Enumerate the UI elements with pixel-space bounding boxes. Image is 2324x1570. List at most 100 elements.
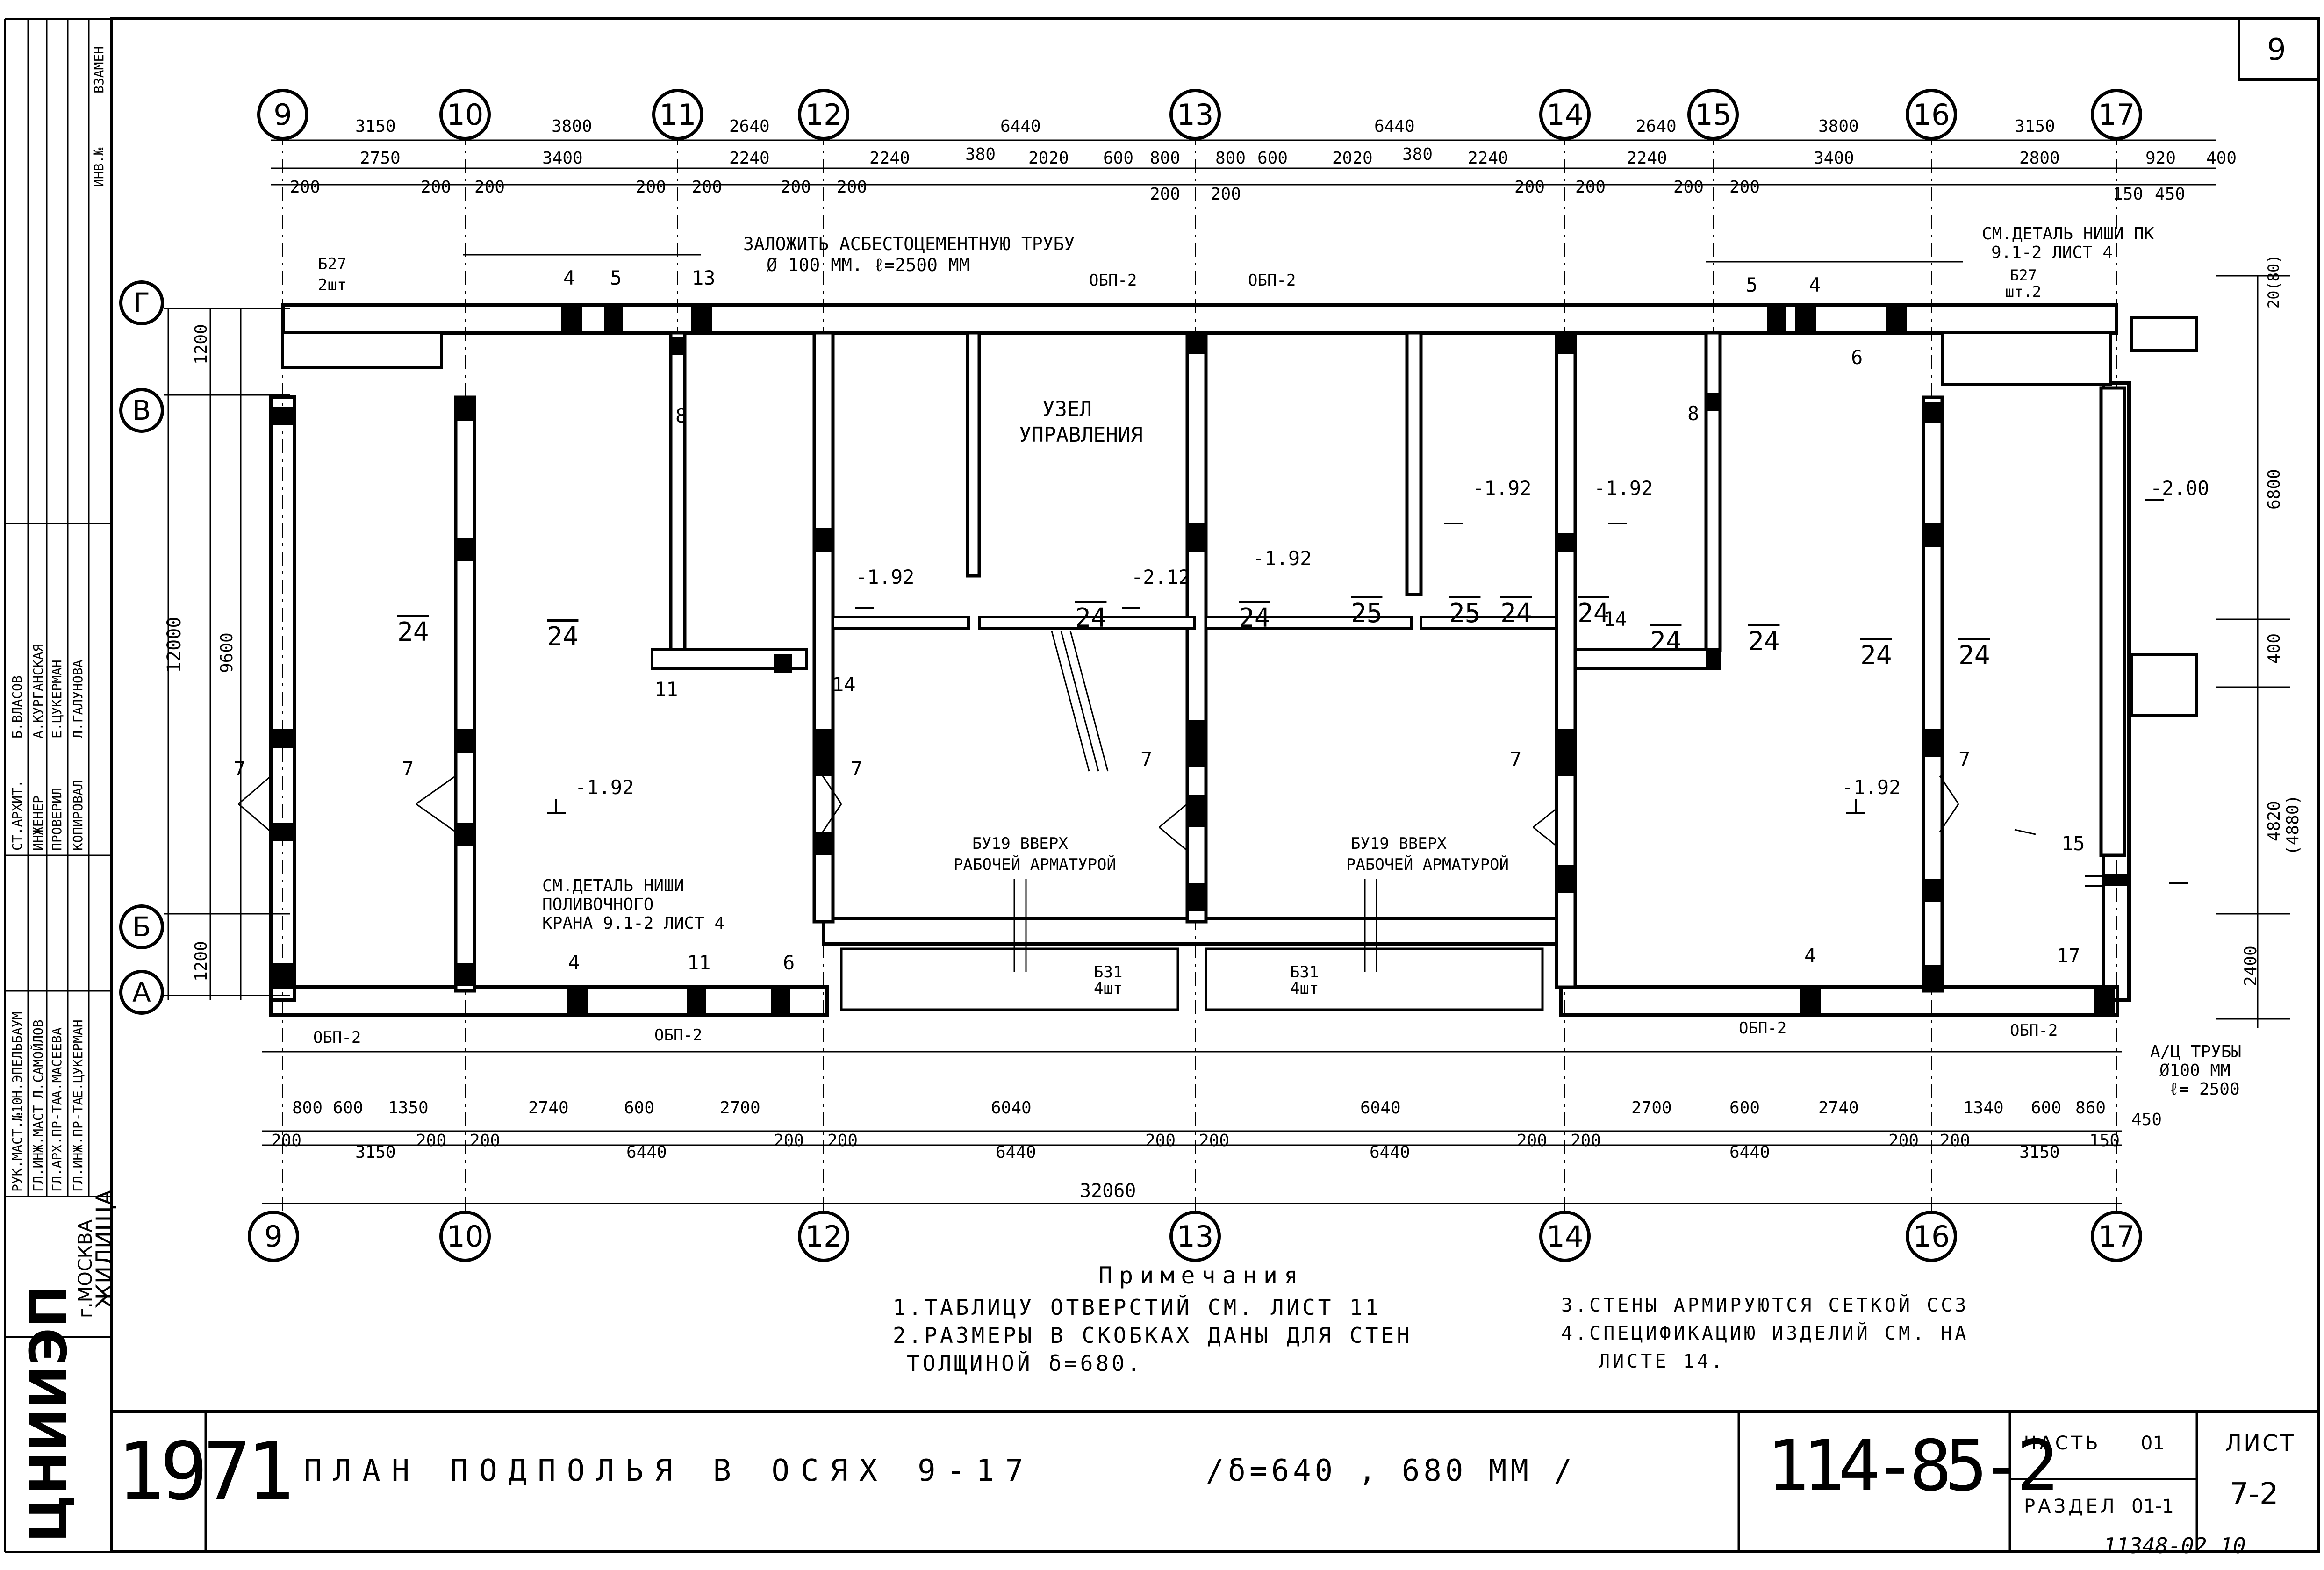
dim-top-3: 200: [1514, 178, 1545, 197]
axis-bubble-bottom: 14: [1539, 1211, 1591, 1262]
dim-bottom-2: 6440: [996, 1143, 1036, 1162]
dim-bottom-2: 200: [470, 1131, 501, 1150]
dim-top-3: 200: [1673, 178, 1704, 197]
org-logo: ЦНИИЭП: [19, 1284, 79, 1542]
note-2b: ТОЛЩИНОЙ δ=680.: [907, 1351, 1143, 1376]
dim-top-3: 200: [1729, 178, 1760, 197]
stamp-name: Н.ЭПЕЛЬБАУМ: [9, 1011, 25, 1098]
dim-top-2: 2240: [869, 149, 910, 168]
corner-sheet-number: 9: [2267, 33, 2286, 67]
pipe-note-right-2: Ø100 ММ: [2159, 1061, 2231, 1080]
dim-top-2: 3400: [1814, 149, 1854, 168]
axis-bubble-top: 9: [257, 89, 308, 140]
dim-top-3: 200: [1575, 178, 1606, 197]
sheet-value: 7-2: [2230, 1477, 2279, 1512]
wall-marker: 4: [1809, 273, 1821, 296]
notes-title: Примечания: [1098, 1262, 1305, 1289]
wall-marker: 14: [1603, 608, 1627, 631]
dim-total: 32060: [1080, 1180, 1136, 1202]
dim-bottom-1: 600: [333, 1098, 364, 1118]
room-number: 24: [1239, 603, 1270, 633]
stamp-role: СТ.АРХИТ.: [9, 780, 25, 851]
dim-top-2: 2020: [1028, 149, 1069, 168]
dim-bottom-2: 6440: [626, 1143, 667, 1162]
dim-bottom-2: 200: [416, 1131, 447, 1150]
stamp-name: Е.ЦУКЕРМАН: [70, 1019, 86, 1098]
dim-right: (4880): [2283, 794, 2302, 855]
axis-bubble-top: 10: [439, 89, 491, 140]
drawing-title: ПЛАН ПОДПОЛЬЯ В ОСЯХ 9-17: [304, 1454, 1035, 1488]
level-mark: -1.92: [855, 566, 915, 588]
wall-marker: 7: [234, 757, 246, 780]
control-node-label-2: УПРАВЛЕНИЯ: [1019, 423, 1143, 447]
dim-top-2: 2020: [1332, 149, 1373, 168]
room-number: 24: [1748, 626, 1780, 657]
axis-bubble-bottom: 12: [798, 1211, 849, 1262]
level-mark: -2.00: [2150, 477, 2209, 500]
dim-top-2: 380: [965, 145, 996, 164]
lintel-label: ОБП-2: [1089, 271, 1137, 290]
dim-top-2: 3400: [542, 149, 583, 168]
dim-top-3: 200: [1150, 185, 1181, 204]
org-sub: ЖИЛИЩА: [91, 1189, 118, 1309]
dim-left: 9600: [217, 632, 237, 673]
dim-bottom-2: 150: [2089, 1131, 2120, 1150]
room-number: 25: [1449, 598, 1481, 629]
dim-top-2: 2240: [1468, 149, 1508, 168]
dim-bottom-1: 800: [292, 1098, 323, 1118]
stamp-name: Е.ЦУКЕРМАН: [49, 660, 65, 738]
dim-top-2: 2240: [1627, 149, 1667, 168]
axis-bubble-top: 16: [1906, 89, 1957, 140]
room-number: 24: [1860, 640, 1892, 671]
dim-bottom-1: 2740: [1818, 1098, 1859, 1118]
level-mark: -1.92: [1253, 547, 1312, 570]
rebar-note: БУ19 ВВЕРХ: [1351, 834, 1447, 853]
year: 1971: [117, 1426, 294, 1518]
wall-marker: 14: [832, 673, 856, 696]
dim-top-2: 600: [1257, 149, 1288, 168]
dim-top-3: 200: [474, 178, 505, 197]
axis-bubble-row: Г: [119, 280, 164, 325]
level-mark: -1.92: [1842, 776, 1901, 799]
wall-marker: 7: [851, 757, 863, 780]
room-number: 24: [1500, 598, 1532, 629]
note-4b: ЛИСТЕ 14.: [1599, 1351, 1725, 1372]
dim-bottom-2: 450: [2131, 1110, 2162, 1129]
wall-marker: 11: [654, 678, 678, 701]
room-number: 24: [1958, 640, 1990, 671]
wall-marker: 7: [1958, 748, 1971, 771]
wall-marker: 5: [610, 266, 622, 289]
room-number: 24: [397, 617, 429, 647]
axis-bubble-row: В: [119, 388, 164, 433]
stamp-name: Л.САМОЙЛОВ: [30, 1019, 46, 1098]
dim-bottom-1: 2740: [528, 1098, 569, 1118]
dim-bottom-2: 3150: [355, 1143, 396, 1162]
dim-top-3: 200: [837, 178, 868, 197]
note-2: 2.РАЗМЕРЫ В СКОБКАХ ДАНЫ ДЛЯ СТЕН: [893, 1323, 1413, 1348]
axis-bubble-bottom: 13: [1169, 1211, 1221, 1262]
dim-left: 1200: [192, 941, 211, 982]
dim-top-3: 200: [1211, 185, 1241, 204]
sheet-label: ЛИСТ: [2225, 1430, 2295, 1456]
lintel-label: ОБП-2: [1248, 271, 1296, 290]
niche-pk-note: СМ.ДЕТАЛЬ НИШИ ПК: [1982, 224, 2154, 244]
dim-bottom-2: 6440: [1370, 1143, 1410, 1162]
stamp-name: Б.ВЛАСОВ: [9, 675, 25, 738]
section-value: 01-1: [2131, 1496, 2174, 1517]
dim-bottom-2: 200: [1888, 1131, 1919, 1150]
stamp-role: КОПИРОВАЛ: [70, 780, 86, 851]
dim-bottom-2: 200: [1571, 1131, 1601, 1150]
dim-right: 20(80): [2265, 254, 2282, 308]
block-b31-b: Б31: [1290, 963, 1319, 982]
dim-bottom-2: 200: [774, 1131, 804, 1150]
dim-top-2: 380: [1402, 145, 1433, 164]
dim-top-2: 2800: [2019, 149, 2060, 168]
dim-bottom-2: 200: [1145, 1131, 1176, 1150]
stamp-role: ГЛ.АРХ.ПР-ТА: [49, 1097, 65, 1192]
dim-top-3: 200: [421, 178, 452, 197]
part-value: 01: [2141, 1433, 2165, 1454]
archive-stamp: 11348-02 10: [2103, 1533, 2246, 1558]
block-b31-a: Б31: [1094, 963, 1123, 982]
dim-bottom-1: 600: [624, 1098, 655, 1118]
wall-marker: 5: [1746, 273, 1758, 296]
